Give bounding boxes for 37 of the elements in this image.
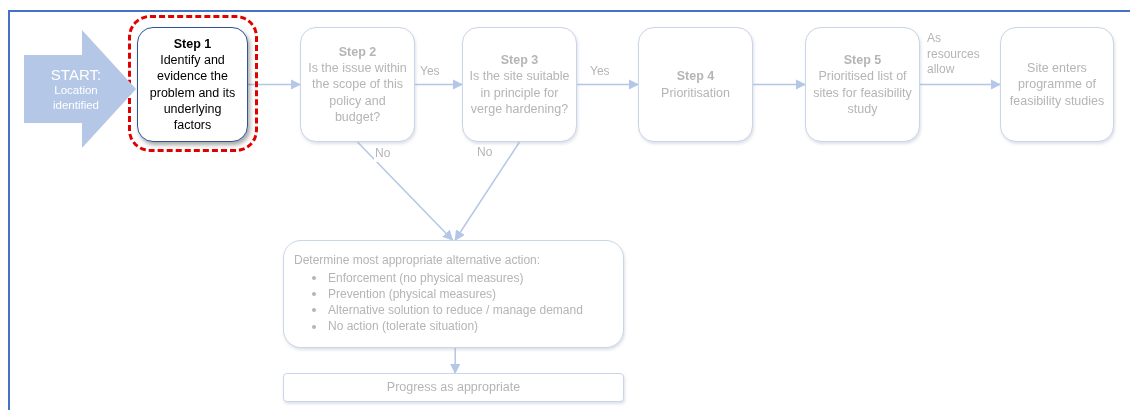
step-description: Is the site suitable in principle for verge hardening? [469,68,570,117]
arrow [752,79,807,90]
step-title: Step 2 [338,43,377,61]
bullet-item: No action (tolerate situation) [328,318,479,335]
action-box [283,240,624,348]
box-text: Site enters programme of feasibility studies [1008,60,1106,109]
action-heading: Determine most appropriate alternative action: [294,253,541,269]
bullet-item: Alternative solution to reduce / manage demand [328,302,583,319]
arrow [247,79,302,90]
step-title: Step 3 [500,52,539,69]
box-text: Progress as appropriate [386,379,521,396]
arrow [454,141,521,241]
step-description: Prioritisation [661,84,730,101]
process-box [137,27,248,142]
process-box [462,27,577,142]
process-box [805,27,920,142]
start-arrow [24,30,136,148]
step-description: Prioritised list of sites for feasibility study [812,68,913,117]
start-label: START: [49,65,103,83]
process-box [638,27,753,142]
process-box [1000,27,1114,142]
step-title: Step 4 [676,68,715,85]
step-title: Step 1 [173,35,212,52]
edge-label: No [374,146,392,162]
arrow [449,347,461,375]
start-description: Location identified [51,82,100,113]
step-title: Step 5 [843,52,882,69]
process-box [283,373,624,402]
arrow [414,79,464,90]
process-box [300,27,415,142]
arrow [356,141,454,241]
step-description: Identify and evidence the problem and its underlying factors [148,52,237,134]
arrow [919,79,1002,90]
step-description: Is the issue within the scope of this policy and budget? [307,60,408,126]
arrow [576,79,640,90]
bullet-item: Prevention (physical measures) [328,286,497,303]
bullet-item: Enforcement (no physical measures) [328,269,524,287]
